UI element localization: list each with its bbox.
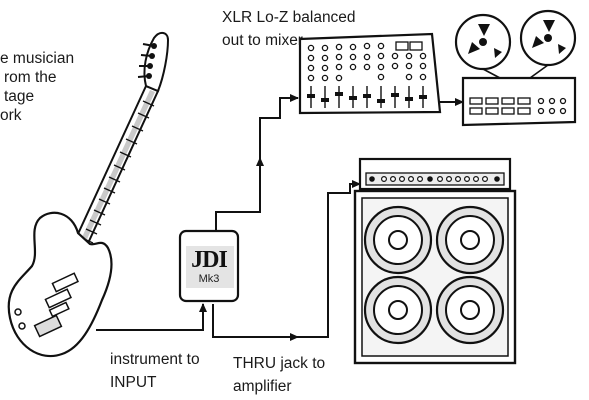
label-musician-line4: ork	[0, 107, 22, 124]
cable-instrument-to-input	[96, 303, 207, 331]
tape-reel-right	[519, 9, 577, 67]
cable-xlr-to-mixer	[215, 157, 264, 231]
mixer-meters	[395, 41, 423, 51]
label-xlr-out: XLR Lo-Z balanced out to mixer	[222, 6, 356, 52]
recorder-buttons	[469, 97, 567, 115]
guitar-frets	[81, 100, 155, 244]
jdi-direct-box	[178, 229, 240, 303]
label-xlr-line1: XLR Lo-Z balanced	[222, 9, 356, 26]
label-instrument-line2: INPUT	[110, 374, 157, 391]
jdi-brand-label: JDI	[191, 247, 228, 273]
guitar-headstock	[137, 32, 170, 93]
speaker-bottom-left	[363, 275, 433, 345]
speaker-top-right	[435, 205, 505, 275]
tape-recorder	[454, 9, 577, 127]
amplifier-head	[358, 157, 512, 191]
cable-thru-to-amplifier	[212, 304, 299, 341]
label-thru-amplifier: THRU jack to amplifier	[233, 352, 325, 398]
speaker-top-left	[363, 205, 433, 275]
bass-guitar	[7, 32, 170, 358]
label-musician-line2: rom the	[4, 69, 57, 86]
label-xlr-line2: out to mixer	[222, 32, 303, 49]
signal-cables	[96, 94, 464, 341]
amp-knobs	[369, 176, 500, 183]
guitar-neck	[70, 84, 160, 254]
label-musician-line1: e musician	[0, 50, 75, 67]
label-thru-line2: amplifier	[233, 378, 292, 395]
guitar-pickups	[33, 272, 79, 338]
speaker-cabinet	[353, 189, 517, 365]
mixer-faders	[307, 86, 427, 108]
label-thru-line1: THRU jack to	[233, 355, 326, 372]
mixing-console	[298, 32, 442, 115]
label-instrument-line1: instrument to	[110, 351, 200, 368]
label-instrument-input: instrument to INPUT	[110, 348, 200, 394]
guitar-knobs	[14, 308, 26, 330]
mixer-knobs	[307, 42, 427, 82]
label-musician-note: e musician rom the tage ork	[0, 49, 74, 125]
speaker-bottom-right	[435, 275, 505, 345]
label-musician-line3: tage	[4, 88, 35, 105]
jdi-model-label: Mk3	[198, 273, 220, 285]
tape-reel-left	[454, 13, 512, 71]
